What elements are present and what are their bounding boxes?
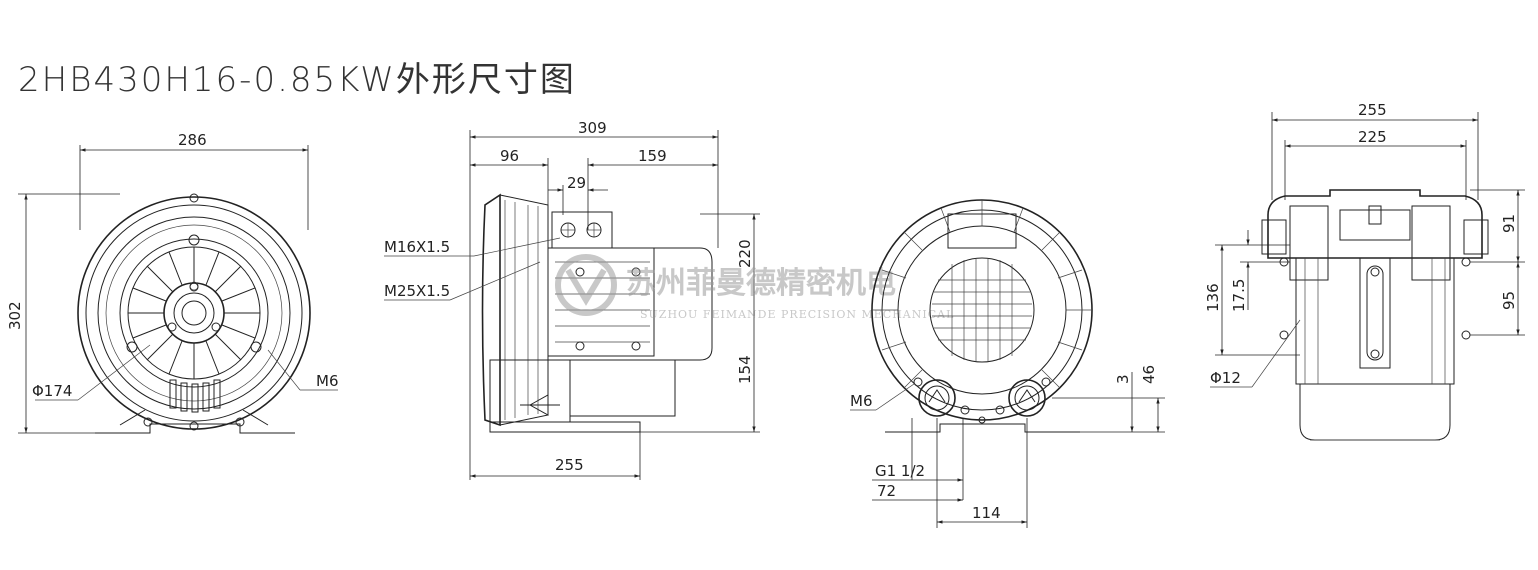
dim-255-side: 255 xyxy=(555,456,584,474)
dim-114: 114 xyxy=(972,504,1001,522)
side-view: 309 96 159 29 220 154 255 xyxy=(384,119,760,480)
dim-29: 29 xyxy=(567,174,586,192)
dim-159: 159 xyxy=(638,147,667,165)
drawing-title: 2HB430H16-0.85KW外形尺寸图 xyxy=(18,60,576,100)
dim-154: 154 xyxy=(736,355,754,384)
dim-286: 286 xyxy=(178,131,207,149)
dim-95: 95 xyxy=(1500,291,1518,310)
label-d12: Φ12 xyxy=(1210,369,1241,387)
watermark-en: SUZHOU FEIMANDE PRECISION MECHANICAL xyxy=(640,308,954,321)
dim-17-5: 17.5 xyxy=(1230,279,1248,312)
dim-225: 225 xyxy=(1358,128,1387,146)
label-d174: Φ174 xyxy=(32,382,72,400)
top-view: 255 225 xyxy=(1204,101,1525,441)
dim-3: 3 xyxy=(1114,374,1132,384)
dim-309: 309 xyxy=(578,119,607,137)
dim-96: 96 xyxy=(500,147,519,165)
dim-255-top: 255 xyxy=(1358,101,1387,119)
dim-91: 91 xyxy=(1500,214,1518,233)
label-m6-rear: M6 xyxy=(850,392,873,410)
dim-302: 302 xyxy=(6,301,24,330)
dim-46: 46 xyxy=(1140,365,1158,384)
label-m16: M16X1.5 xyxy=(384,238,450,256)
label-m6-front: M6 xyxy=(316,372,339,390)
dim-72: 72 xyxy=(877,482,896,500)
watermark-cn: 苏州菲曼德精密机电 xyxy=(626,266,896,301)
label-g1: G1 1/2 xyxy=(875,462,925,480)
dim-220: 220 xyxy=(736,239,754,268)
rear-view: G1 1/2 72 114 3 46 M6 xyxy=(850,199,1165,528)
dim-136: 136 xyxy=(1204,283,1222,312)
watermark: 苏州菲曼德精密机电 SUZHOU FEIMANDE PRECISION MECH… xyxy=(555,254,954,321)
label-m25: M25X1.5 xyxy=(384,282,450,300)
front-view: 286 302 xyxy=(6,131,339,434)
